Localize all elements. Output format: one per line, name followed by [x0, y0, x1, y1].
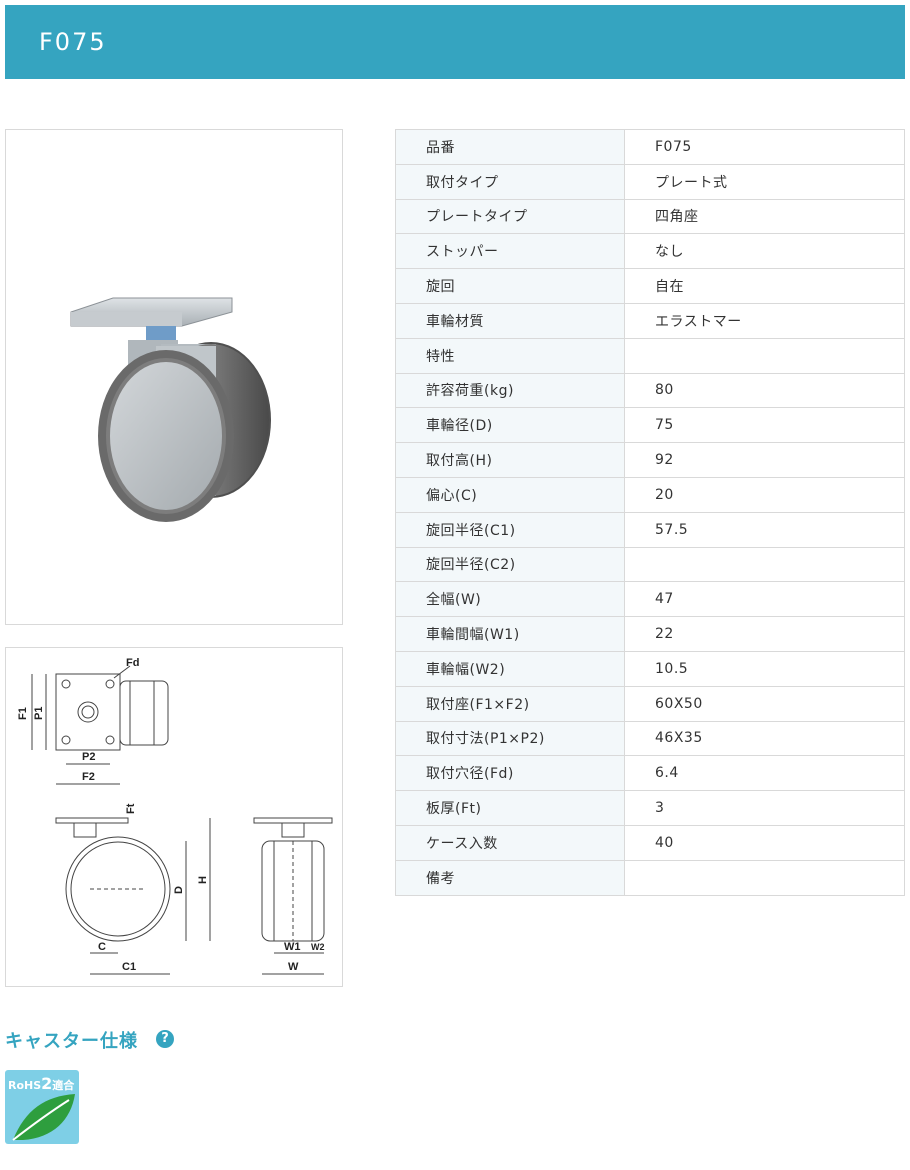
- spec-row: 取付穴径(Fd)6.4: [395, 755, 905, 792]
- rohs-line: RoHS: [8, 1079, 42, 1092]
- spec-value: 22: [624, 616, 905, 652]
- spec-label: 取付穴径(Fd): [395, 755, 625, 792]
- spec-label: ストッパー: [395, 233, 625, 270]
- spec-value: エラストマー: [624, 302, 905, 339]
- spec-value: 75: [624, 407, 905, 444]
- spec-row: 許容荷重(kg)80: [395, 372, 905, 409]
- spec-row: 取付タイププレート式: [395, 163, 905, 200]
- spec-value: 80: [624, 372, 905, 409]
- spec-label: 車輪径(D): [395, 407, 625, 444]
- spec-row: プレートタイプ四角座: [395, 198, 905, 235]
- label-fd: Fd: [126, 657, 139, 669]
- spec-value: 46X35: [624, 720, 905, 757]
- spec-row: 車輪間幅(W1)22: [395, 616, 905, 652]
- label-w2: W2: [311, 942, 325, 952]
- spec-value: [624, 546, 905, 583]
- product-photo: [5, 129, 343, 625]
- spec-row: 取付座(F1×F2)60X50: [395, 685, 905, 722]
- label-w: W: [288, 961, 299, 973]
- spec-row: 特性: [395, 337, 905, 374]
- spec-value: なし: [624, 233, 905, 270]
- spec-label: 旋回半径(C1): [395, 511, 625, 548]
- label-ft: Ft: [125, 803, 137, 814]
- spec-value: 6.4: [624, 755, 905, 792]
- leaf-icon: [12, 1094, 75, 1141]
- label-w1: W1: [284, 941, 301, 953]
- spec-value: 10.5: [624, 650, 905, 687]
- section-title: キャスター仕様: [5, 1031, 138, 1052]
- spec-label: 全幅(W): [395, 581, 625, 618]
- spec-row: 車輪幅(W2)10.5: [395, 650, 905, 687]
- spec-label: 車輪間幅(W1): [395, 616, 625, 652]
- label-h: H: [197, 876, 209, 884]
- dimension-drawing: Fd F1 P1 P2 F2 Ft D H C C1: [17, 657, 333, 975]
- label-d: D: [173, 886, 185, 894]
- spec-row: 全幅(W)47: [395, 581, 905, 618]
- question-circle-icon[interactable]: ?: [156, 1030, 174, 1048]
- spec-label: プレートタイプ: [395, 198, 625, 235]
- spec-label: 取付タイプ: [395, 163, 625, 200]
- spec-value: 60X50: [624, 685, 905, 722]
- spec-value: 四角座: [624, 198, 905, 235]
- spec-value: F075: [624, 129, 905, 165]
- spec-label: 品番: [395, 129, 625, 165]
- spec-label: 偏心(C): [395, 476, 625, 513]
- label-p2: P2: [82, 751, 95, 763]
- spec-label: 旋回: [395, 268, 625, 304]
- spec-value: 3: [624, 790, 905, 826]
- spec-row: 偏心(C)20: [395, 476, 905, 513]
- spec-row: 車輪材質エラストマー: [395, 302, 905, 339]
- caster-image: [70, 297, 271, 522]
- spec-value: 57.5: [624, 511, 905, 548]
- spec-label: 取付高(H): [395, 442, 625, 478]
- spec-row: 取付高(H)92: [395, 442, 905, 478]
- label-p1: P1: [33, 707, 45, 720]
- spec-label: 車輪幅(W2): [395, 650, 625, 687]
- spec-label: 取付座(F1×F2): [395, 685, 625, 722]
- product-title: F075: [39, 28, 107, 56]
- spec-row: 旋回半径(C1)57.5: [395, 511, 905, 548]
- rohs-number: 2: [41, 1074, 53, 1093]
- spec-label: 備考: [395, 859, 625, 896]
- spec-label: ケース入数: [395, 824, 625, 861]
- label-c: C: [98, 941, 106, 953]
- page-header: F075: [5, 5, 905, 79]
- spec-value: 92: [624, 442, 905, 478]
- rohs-text: RoHS2適合: [8, 1074, 74, 1093]
- spec-label: 許容荷重(kg): [395, 372, 625, 409]
- spec-value: 自在: [624, 268, 905, 304]
- spec-row: ストッパーなし: [395, 233, 905, 270]
- spec-value: 20: [624, 476, 905, 513]
- rohs-suffix: 適合: [52, 1079, 75, 1092]
- spec-label: 旋回半径(C2): [395, 546, 625, 583]
- spec-value: 47: [624, 581, 905, 618]
- spec-row: 旋回半径(C2): [395, 546, 905, 583]
- spec-value: 40: [624, 824, 905, 861]
- spec-label: 車輪材質: [395, 302, 625, 339]
- spec-label: 板厚(Ft): [395, 790, 625, 826]
- label-c1: C1: [122, 961, 136, 973]
- spec-value: [624, 337, 905, 374]
- spec-label: 取付寸法(P1×P2): [395, 720, 625, 757]
- spec-value: [624, 859, 905, 896]
- label-f1: F1: [17, 707, 29, 720]
- dimension-diagram: Fd F1 P1 P2 F2 Ft D H C C1: [5, 647, 343, 987]
- spec-row: 車輪径(D)75: [395, 407, 905, 444]
- spec-label: 特性: [395, 337, 625, 374]
- rohs-badge: RoHS2適合: [5, 1070, 79, 1144]
- label-f2: F2: [82, 771, 95, 783]
- spec-row: 旋回自在: [395, 268, 905, 304]
- spec-value: プレート式: [624, 163, 905, 200]
- spec-row: 取付寸法(P1×P2)46X35: [395, 720, 905, 757]
- spec-row: 備考: [395, 859, 905, 896]
- spec-row: 板厚(Ft)3: [395, 790, 905, 826]
